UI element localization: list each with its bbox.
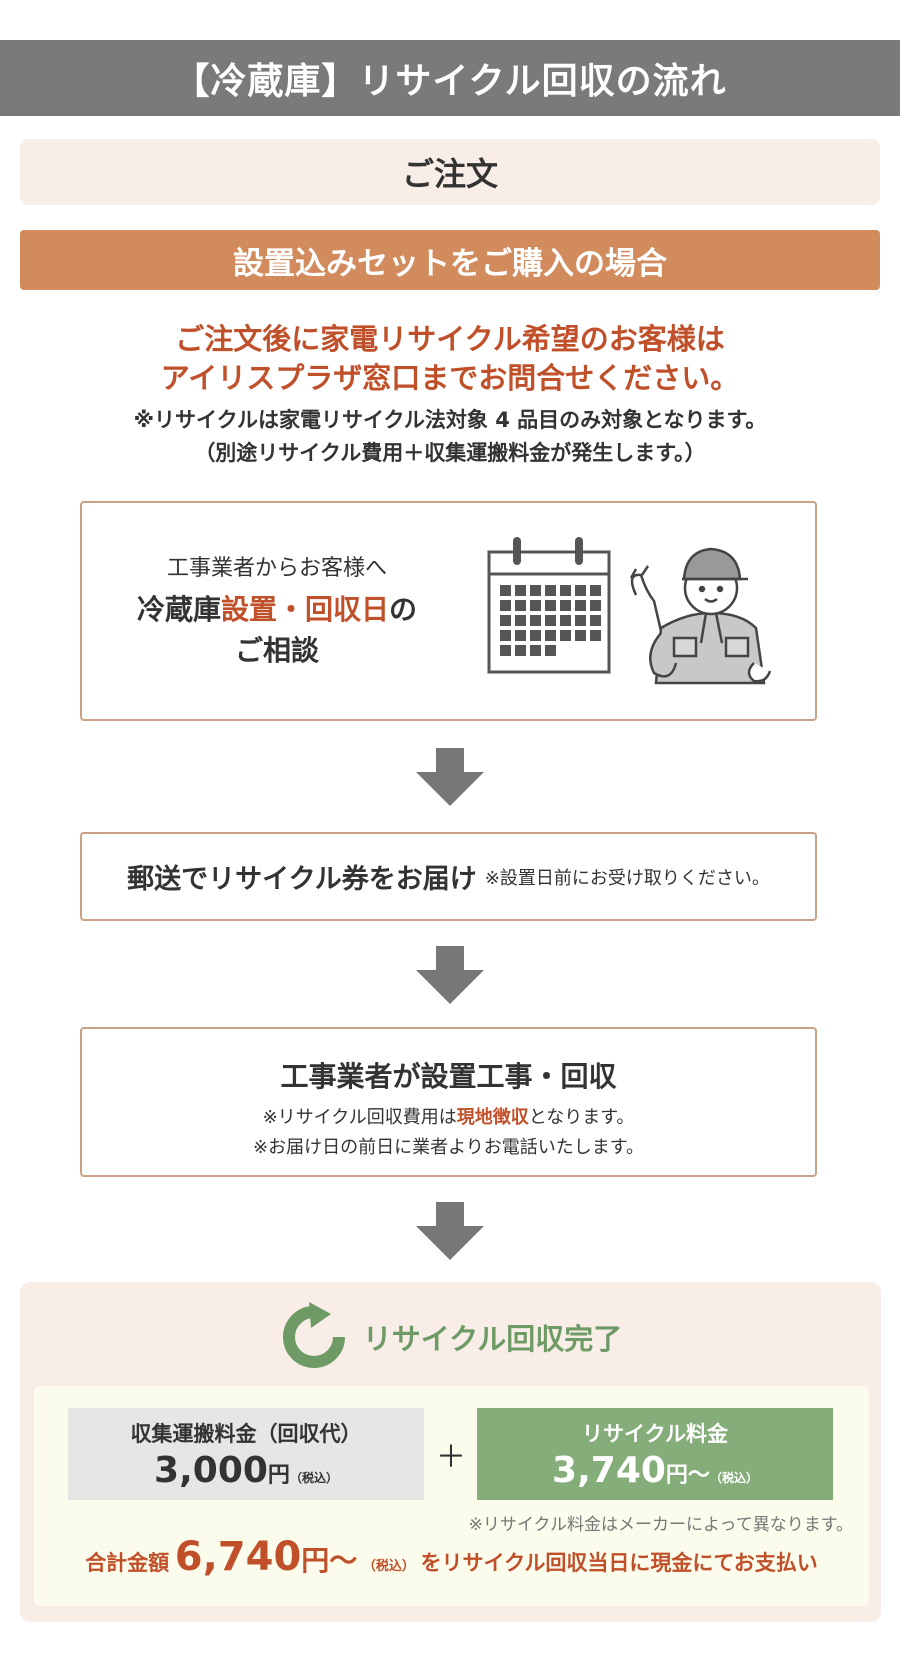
step2-main: 郵送でリサイクル券をお届け xyxy=(127,864,477,895)
collection-fee-tax: （税込） xyxy=(289,1470,338,1485)
step3-note1-c: となります。 xyxy=(528,1107,635,1128)
recycle-fee-unit: 円〜 xyxy=(665,1462,710,1488)
calendar-worker-illustration xyxy=(487,537,772,685)
step3-note1-a: ※リサイクル回収費用は xyxy=(262,1107,457,1128)
set-purchase-banner: 設置込みセットをご購入の場合 xyxy=(20,230,880,290)
step3-main: 工事業者が設置工事・回収 xyxy=(280,1060,617,1093)
step1-main-d: ご相談 xyxy=(234,634,319,667)
step3-note-1: ※リサイクル回収費用は現地徴収となります。 xyxy=(82,1103,815,1129)
down-arrow-icon xyxy=(416,748,484,806)
complete-title: リサイクル回収完了 xyxy=(362,1322,623,1356)
lead-line-1: ご注文後に家電リサイクル希望のお客様は xyxy=(175,322,725,356)
plus-sign: ＋ xyxy=(436,1440,466,1475)
collection-fee-label: 収集運搬料金（回収代） xyxy=(130,1421,362,1446)
lead-note-2: （別途リサイクル費用＋収集運搬料金が発生します。） xyxy=(194,441,706,465)
recycle-fee-tax: （税込） xyxy=(709,1470,758,1485)
recycle-fee-label: リサイクル料金 xyxy=(582,1421,728,1446)
collection-fee-amount-line: 3,000円（税込） xyxy=(154,1450,338,1491)
step-consultation: 工事業者からお客様へ 冷蔵庫設置・回収日の ご相談 xyxy=(80,501,817,721)
total-line: 合計金額 6,740円〜 （税込） をリサイクル回収当日に現金にてお支払い xyxy=(34,1534,869,1580)
step3-note1-b: 現地徴収 xyxy=(456,1107,529,1128)
step-installation: 工事業者が設置工事・回収 ※リサイクル回収費用は現地徴収となります。 ※お届け日… xyxy=(80,1027,817,1177)
fee-panel: 収集運搬料金（回収代） 3,000円（税込） ＋ リサイクル料金 3,740円〜… xyxy=(34,1386,869,1606)
recycle-fee-box: リサイクル料金 3,740円〜（税込） xyxy=(477,1408,833,1500)
step1-main: 冷蔵庫設置・回収日の ご相談 xyxy=(137,590,417,671)
step2-note: ※設置日前にお受け取りください。 xyxy=(484,867,770,889)
collection-fee-box: 収集運搬料金（回収代） 3,000円（税込） xyxy=(68,1408,424,1500)
page-title: 【冷蔵庫】リサイクル回収の流れ xyxy=(0,40,900,116)
recycle-fee-amount-line: 3,740円〜（税込） xyxy=(552,1450,758,1491)
total-tax: （税込） xyxy=(362,1559,415,1574)
step-recycle-ticket: 郵送でリサイクル券をお届け ※設置日前にお受け取りください。 xyxy=(80,832,817,921)
recycle-arrow-icon xyxy=(282,1302,345,1368)
complete-header: リサイクル回収完了 xyxy=(20,1302,881,1372)
calendar-icon xyxy=(487,537,611,674)
down-arrow-icon xyxy=(416,946,484,1004)
recycle-fee-amount: 3,740 xyxy=(552,1449,666,1491)
worker-illustration xyxy=(629,547,772,685)
total-rest: をリサイクル回収当日に現金にてお支払い xyxy=(420,1551,818,1575)
collection-fee-unit: 円 xyxy=(267,1462,290,1488)
lead-note-1: ※リサイクルは家電リサイクル法対象 4 品目のみ対象となります。 xyxy=(133,408,767,432)
step1-sub: 工事業者からお客様へ xyxy=(166,556,387,582)
maker-note: ※リサイクル料金はメーカーによって異なります。 xyxy=(468,1515,853,1535)
recycle-complete-section: リサイクル回収完了 収集運搬料金（回収代） 3,000円（税込） ＋ リサイクル… xyxy=(20,1282,881,1622)
step1-main-c: の xyxy=(389,593,418,627)
total-label: 合計金額 xyxy=(85,1551,170,1575)
order-heading: ご注文 xyxy=(20,139,880,205)
step3-note-2: ※お届け日の前日に業者よりお電話いたします。 xyxy=(253,1137,644,1158)
total-unit: 円〜 xyxy=(301,1544,358,1577)
collection-fee-amount: 3,000 xyxy=(154,1449,268,1491)
step1-main-a: 冷蔵庫 xyxy=(136,593,221,627)
step1-text: 工事業者からお客様へ 冷蔵庫設置・回収日の ご相談 xyxy=(82,503,472,719)
down-arrow-icon xyxy=(416,1202,484,1260)
lead-line-2: アイリスプラザ窓口までお問合せください。 xyxy=(160,361,740,395)
total-amount: 6,740 xyxy=(174,1534,302,1580)
step1-main-b: 設置・回収日 xyxy=(220,593,389,627)
